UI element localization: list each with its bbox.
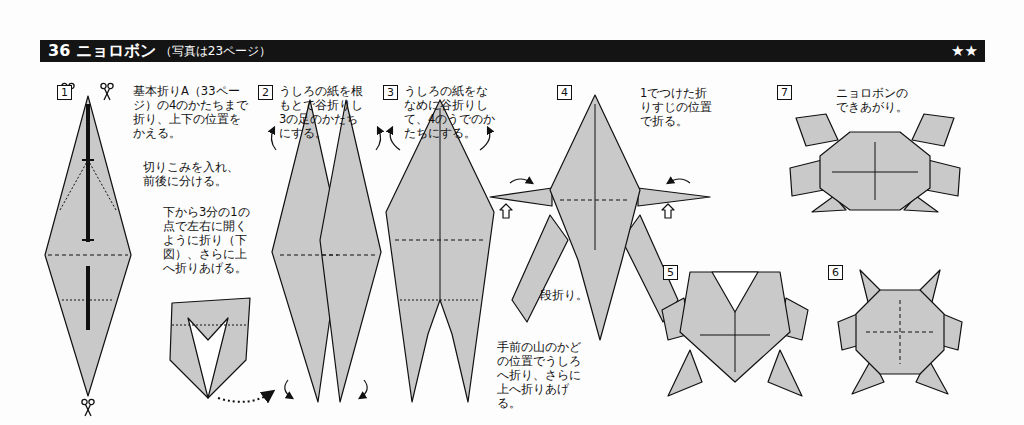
step-note: 1でつけた折りすじの位置で折る。 [640,86,716,128]
step-number: 2 [262,87,269,98]
step-note: ニョロボンのできあがり。 [836,86,910,114]
title-text: 36 ニョロボン [48,41,156,61]
step-number-box: 6 [828,265,843,280]
step-number: 3 [387,87,394,98]
title-note: （写真は23ページ） [160,44,271,59]
step-note: 段折り。 [540,288,588,302]
step-number-box: 4 [557,85,572,100]
step-number-box: 1 [57,85,72,100]
step-number-box: 2 [258,85,273,100]
step-number-box: 5 [663,265,678,280]
step-number: 1 [61,87,68,98]
step-number: 6 [832,267,839,278]
title-bar [40,40,985,62]
step-note: 切りこみを入れ、前後に分ける。 [143,160,241,188]
step-number-box: 3 [383,85,398,100]
step-number: 7 [781,87,788,98]
step-number: 4 [561,87,568,98]
difficulty-stars: ★★ [951,42,978,60]
step-number-box: 7 [777,85,792,100]
step-note: 下から3分の1の点で左右に開くように折り（下図）、さらに上へ折りあげる。 [163,205,251,275]
step-note: うしろの紙をななめに谷折りして、4のうでのかたちにする。 [404,84,496,140]
step-note: うしろの紙を根もとで谷折りし3の足のかたちにする。 [279,84,367,140]
step-number: 5 [667,267,674,278]
step-note: 基本折りA（33ページ）の4のかたちまで折り、上下の位置をかえる。 [133,84,251,140]
step-note: 手前の山のかどの位置でうしろへ折り、さらに上へ折りあげる。 [497,340,591,410]
